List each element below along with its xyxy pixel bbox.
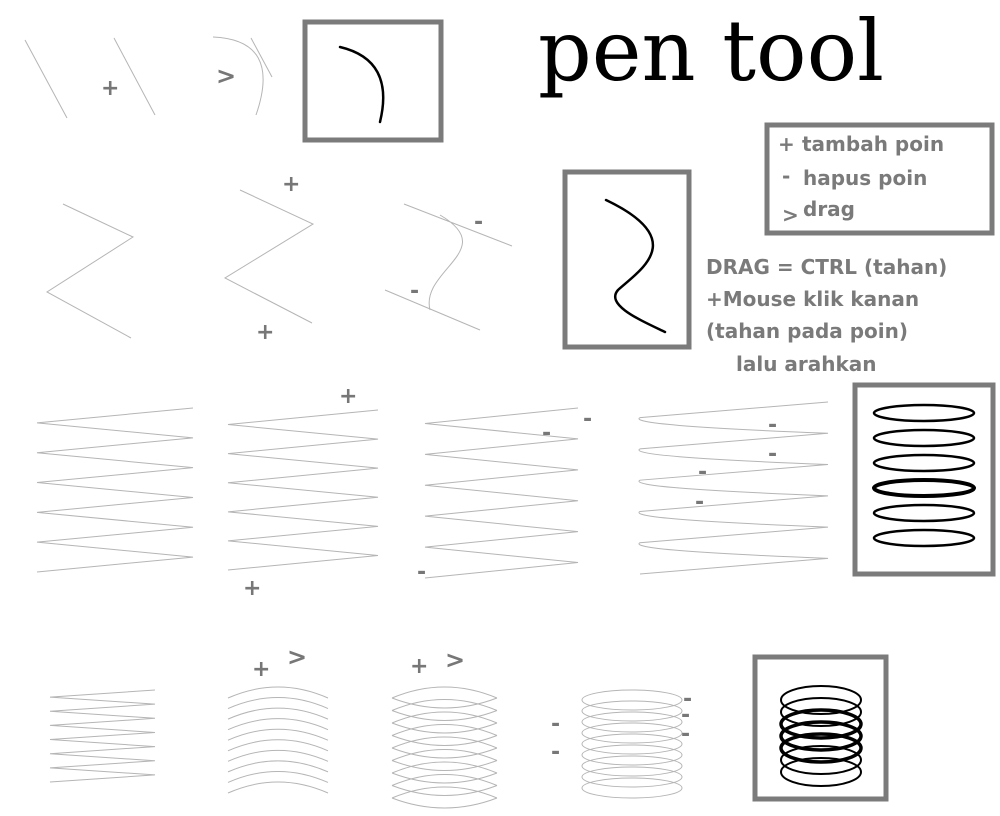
arc-group-2 [391,686,498,809]
legend-remove-symbol: - [782,164,790,188]
coil-loop [581,766,683,788]
legend-box [764,122,995,236]
coil-loop [780,757,862,787]
straight-path-with-points [113,37,156,116]
minus-marker: - [695,490,704,515]
instruction-line-1: DRAG = CTRL (tahan) [706,255,947,279]
plus-marker: + [252,657,270,682]
zigzag-group-4 [638,401,829,575]
result-box-4 [752,654,889,802]
minus-marker: - [681,722,690,747]
coil-loop [872,478,976,498]
coil-loop [872,428,976,448]
zigzag-path [46,203,135,339]
result-box-2 [562,169,692,350]
zigzag-group-2 [227,409,379,571]
arc-group-1 [227,686,329,794]
coil-loop [581,744,683,766]
minus-marker: - [768,413,777,438]
minus-marker: - [583,407,592,432]
straight-path [24,39,68,119]
coil-loop [872,503,976,523]
result-stroke-2 [604,198,667,334]
coil-loop [581,689,683,711]
minus-marker: - [683,687,692,712]
coil-loop [581,722,683,744]
curved-path [212,36,264,116]
coil-loop [872,528,976,548]
drag-marker: > [287,643,307,671]
coil-loop [581,733,683,755]
coil-loop [779,720,863,752]
coil-loop [581,755,683,777]
legend-drag-label: drag [803,197,855,221]
coil-loop [581,711,683,733]
drag-marker: > [216,62,236,90]
coil-loop [872,403,976,423]
minus-marker: - [768,442,777,467]
result-stroke-1 [338,45,385,124]
minus-marker: - [551,740,560,765]
drag-marker: > [445,646,465,674]
coil-loop [780,745,862,775]
coil-loop [581,700,683,722]
minus-marker: - [474,210,483,235]
plus-marker: + [243,576,261,601]
handle-line [250,37,273,78]
coil-loop [780,685,862,715]
legend-add-symbol: + [778,132,795,156]
minus-marker: - [681,703,690,728]
legend-remove-label: hapus poin [803,166,927,190]
coil-loop [581,777,683,799]
flat-zigzag-group [49,689,156,783]
result-stroke-3 [872,403,976,548]
minus-marker: - [410,279,419,304]
legend-add-label: tambah poin [802,132,944,156]
minus-marker: - [542,421,551,446]
zigzag-group-1 [36,407,194,573]
coil-loop [779,708,863,740]
coil-loop [779,732,863,764]
minus-marker: - [698,460,707,485]
instruction-line-2: +Mouse klik kanan [706,287,919,311]
plus-marker: + [282,172,300,197]
coil-loop [872,453,976,473]
plus-marker: + [410,654,428,679]
result-box-1 [302,19,444,143]
minus-marker: - [417,560,426,585]
instruction-line-3: (tahan pada poin) [706,319,908,343]
zigzag-path-points [223,189,315,324]
instruction-line-4: lalu arahkan [736,352,877,376]
zigzag-group-3 [424,407,579,579]
legend-drag-symbol: > [782,203,799,227]
result-stroke-4 [779,685,863,787]
plus-marker: + [339,384,357,409]
plus-marker: + [101,76,119,101]
page-title: pen tool [538,2,884,100]
plus-marker: + [256,320,274,345]
coil-loop [780,697,862,727]
minus-marker: - [551,712,560,737]
s-curve-path [384,203,513,331]
